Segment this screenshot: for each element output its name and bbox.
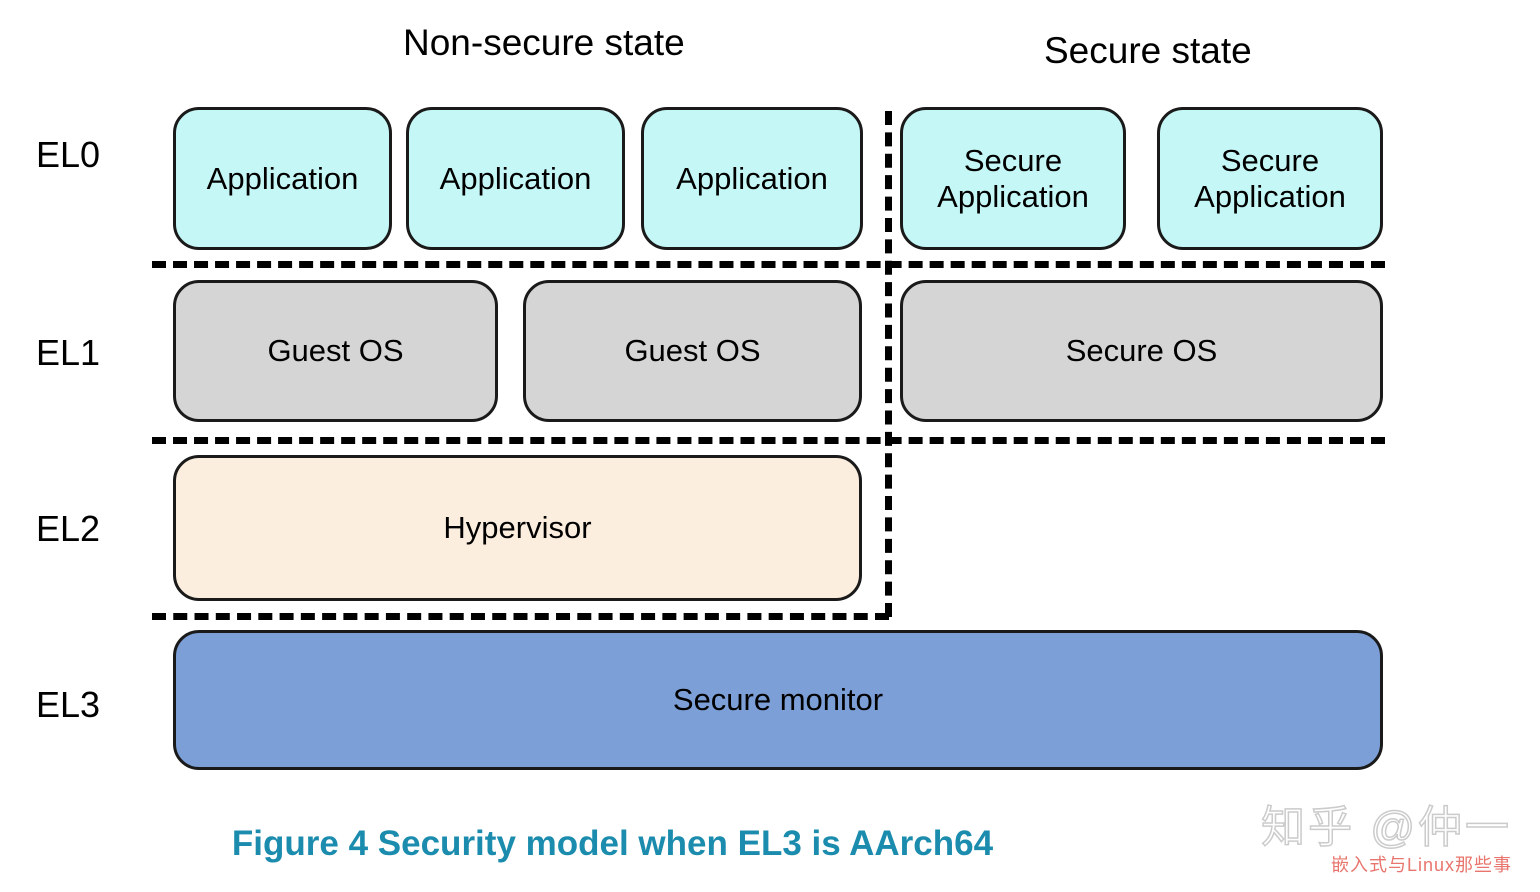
node-secure-os: Secure OS (900, 280, 1383, 422)
figure-caption: Figure 4 Security model when EL3 is AArc… (231, 824, 994, 863)
node-secure-application-2-line2: Application (1194, 178, 1346, 214)
node-secure-application-1-line1: Secure (963, 142, 1063, 178)
exception-level-label-el2: EL2 (36, 508, 101, 549)
secure-state-title: Secure state (1044, 30, 1252, 71)
exception-level-label-el0: EL0 (36, 134, 101, 175)
exception-level-label-el1: EL1 (36, 332, 101, 373)
node-application-2: Application (406, 107, 625, 250)
node-secure-application-1: Secure Application (900, 107, 1126, 250)
node-secure-monitor: Secure monitor (173, 630, 1383, 770)
node-guest-os-1: Guest OS (173, 280, 498, 422)
watermark: 知乎 @仲一 嵌入式与Linux那些事 (1260, 803, 1512, 875)
node-guest-os-2: Guest OS (523, 280, 862, 422)
node-secure-application-1-line2: Application (937, 178, 1089, 214)
node-secure-application-2: Secure Application (1157, 107, 1383, 250)
divider-el0-el1 (152, 261, 1385, 268)
node-secure-application-2-line1: Secure (1220, 142, 1320, 178)
exception-level-label-el3: EL3 (36, 684, 101, 725)
node-hypervisor: Hypervisor (173, 455, 862, 601)
divider-secure-non-secure (885, 111, 892, 617)
non-secure-state-title: Non-secure state (403, 22, 685, 63)
watermark-handle: 知乎 @仲一 (1260, 803, 1512, 852)
watermark-subtitle: 嵌入式与Linux那些事 (1330, 855, 1512, 875)
node-application-3: Application (641, 107, 863, 250)
node-application-1: Application (173, 107, 392, 250)
divider-el2-el3 (152, 613, 889, 620)
divider-el1-el2 (152, 437, 1385, 444)
